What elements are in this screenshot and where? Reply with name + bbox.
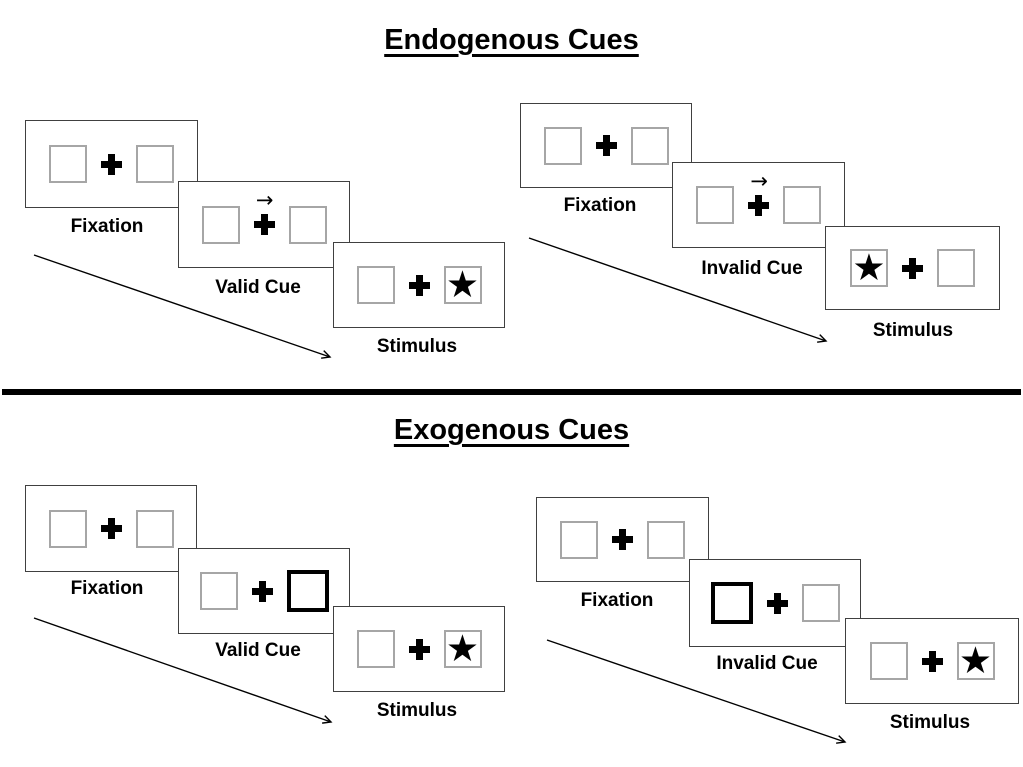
star-stimulus-icon: ★ bbox=[852, 246, 886, 289]
right-arrow-cue-icon: → bbox=[750, 168, 769, 193]
right-placeholder-box bbox=[783, 186, 821, 224]
fixation-cross-icon bbox=[921, 650, 943, 672]
exo-valid-stimulus-panel: ★ bbox=[333, 606, 505, 692]
left-placeholder-box bbox=[696, 186, 734, 224]
fixation-cross-icon bbox=[612, 529, 633, 550]
right-arrow-cue-icon: → bbox=[255, 188, 274, 212]
fixation-cross-icon bbox=[595, 135, 617, 156]
exo-invalid-fixation-panel bbox=[536, 497, 709, 582]
endo-valid-fixation-panel bbox=[25, 120, 198, 208]
exogenous-section-title: Exogenous Cues bbox=[393, 414, 630, 446]
right-placeholder-box bbox=[135, 509, 174, 548]
panel-label: Valid Cue bbox=[215, 277, 301, 298]
fixation-cross-icon bbox=[408, 274, 430, 296]
left-cued-box bbox=[710, 582, 753, 624]
star-stimulus-icon: ★ bbox=[445, 627, 480, 670]
fixation-cross-icon bbox=[408, 638, 430, 660]
fixation-cross-icon bbox=[100, 518, 122, 539]
star-stimulus-icon: ★ bbox=[445, 263, 480, 306]
fixation-cross-icon bbox=[253, 214, 275, 235]
right-placeholder-box bbox=[136, 145, 174, 183]
left-placeholder-box bbox=[49, 145, 87, 183]
exo-invalid-stimulus-panel: ★ bbox=[845, 618, 1019, 704]
endo-invalid-stimulus-panel: ★ bbox=[825, 226, 1000, 310]
panel-label: Invalid Cue bbox=[701, 258, 803, 279]
timeline-arrow-endo-invalid bbox=[528, 237, 828, 343]
panel-label: Stimulus bbox=[872, 320, 954, 341]
fixation-cross-icon bbox=[101, 153, 122, 175]
timeline-arrow-endo-valid bbox=[33, 254, 332, 359]
right-placeholder-box: ★ bbox=[443, 263, 482, 306]
exo-invalid-cue-panel bbox=[689, 559, 861, 647]
panel-label: Fixation bbox=[580, 590, 654, 611]
left-placeholder-box bbox=[560, 520, 598, 559]
left-placeholder-box bbox=[543, 126, 582, 165]
panel-label: Stimulus bbox=[889, 712, 971, 733]
fixation-cross-icon bbox=[251, 580, 273, 602]
endogenous-section-title: Endogenous Cues bbox=[384, 24, 639, 56]
left-placeholder-box bbox=[201, 205, 240, 244]
left-placeholder-box bbox=[199, 572, 238, 610]
panel-label: Valid Cue bbox=[215, 640, 301, 661]
right-placeholder-box bbox=[801, 584, 840, 622]
left-placeholder-box bbox=[356, 266, 395, 304]
right-placeholder-box bbox=[630, 126, 669, 165]
left-placeholder-box bbox=[48, 509, 87, 548]
left-placeholder-box bbox=[869, 642, 908, 680]
exo-valid-fixation-panel bbox=[25, 485, 197, 572]
panel-label: Stimulus bbox=[376, 700, 458, 721]
endo-invalid-fixation-panel bbox=[520, 103, 692, 188]
right-placeholder-box bbox=[288, 205, 327, 244]
panel-label: Invalid Cue bbox=[716, 653, 818, 674]
fixation-cross-icon bbox=[748, 194, 769, 216]
panel-label: Stimulus bbox=[376, 336, 458, 357]
fixation-cross-icon bbox=[902, 257, 923, 279]
left-placeholder-box bbox=[356, 630, 395, 668]
endo-invalid-cue-panel: → bbox=[672, 162, 845, 248]
exo-valid-cue-panel bbox=[178, 548, 350, 634]
endo-valid-stimulus-panel: ★ bbox=[333, 242, 505, 328]
right-cued-box bbox=[286, 570, 329, 612]
right-placeholder-box: ★ bbox=[443, 627, 482, 670]
star-stimulus-icon: ★ bbox=[958, 639, 993, 682]
left-placeholder-box: ★ bbox=[850, 249, 888, 287]
right-placeholder-box bbox=[647, 520, 685, 559]
endo-valid-cue-panel: → bbox=[178, 181, 350, 268]
section-divider bbox=[2, 389, 1021, 395]
panel-label: Fixation bbox=[563, 195, 637, 216]
right-placeholder-box: ★ bbox=[956, 639, 995, 682]
panel-label: Fixation bbox=[70, 578, 144, 599]
panel-label: Fixation bbox=[70, 216, 144, 237]
fixation-cross-icon bbox=[766, 592, 788, 614]
right-placeholder-box bbox=[937, 249, 975, 287]
